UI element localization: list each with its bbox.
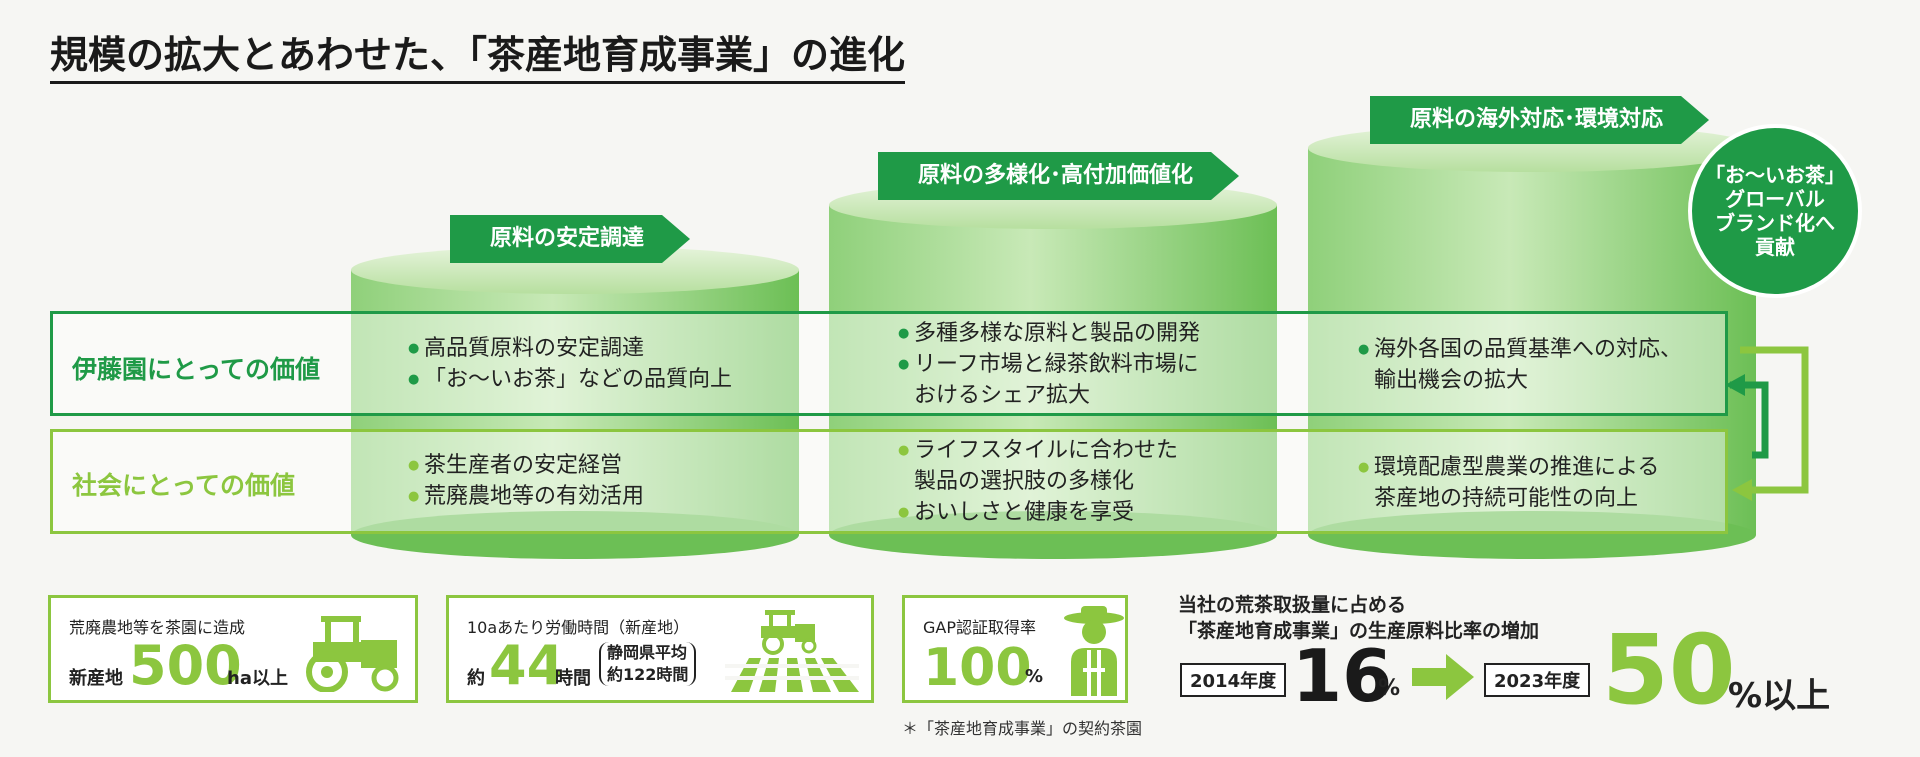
itoen-values-stage-2: 多種多様な原料と製品の開発 リーフ市場と緑茶飲料市場に おけるシェア拡大: [898, 318, 1200, 411]
list-item: 「お〜いお茶」などの品質向上: [408, 364, 732, 395]
field-tractor-icon: [725, 610, 859, 692]
list-item-continued: 輸出機会の拡大: [1374, 368, 1529, 393]
brand-contribution-badge: 「お〜いお茶」 グローバル ブランド化へ 貢献: [1688, 124, 1862, 298]
stage-flag-1: 原料の安定調達: [450, 215, 690, 263]
list-item-continued: おけるシェア拡大: [914, 383, 1091, 408]
badge-line-2: グローバル: [1725, 187, 1825, 211]
itoen-value-label: 伊藤園にとっての価値: [72, 355, 321, 384]
list-item: ライフスタイルに合わせた: [898, 435, 1178, 466]
badge-line-4: 貢献: [1755, 235, 1795, 259]
page-title: 規模の拡大とあわせた、「茶産地育成事業」の進化: [50, 24, 906, 84]
labor-reference-2: 約122時間: [607, 665, 689, 684]
itoen-values-stage-3: 海外各国の品質基準への対応、 輸出機会の拡大: [1358, 334, 1682, 396]
list-item: リーフ市場と緑茶飲料市場に: [898, 349, 1200, 380]
ratio-heading-1: 当社の荒茶取扱量に占める: [1178, 594, 1407, 616]
society-value-label: 社会にとっての価値: [72, 471, 296, 500]
farmland-value: 500: [129, 634, 242, 697]
ratio-heading-2: 「茶産地育成事業」の生産原料比率の増加: [1178, 620, 1540, 642]
ratio-unit-from: %: [1378, 676, 1401, 701]
list-item: 高品質原料の安定調達: [408, 333, 732, 364]
farmland-stat-box: 荒廃農地等を茶園に造成 新産地 500 ha以上: [48, 595, 418, 703]
labor-reference: 静岡県平均 約122時間: [599, 642, 697, 686]
gap-footnote: ＊「茶産地育成事業」の契約茶園: [902, 719, 1143, 738]
society-values-stage-3: 環境配慮型農業の推進による 茶産地の持続可能性の向上: [1358, 452, 1659, 514]
ratio-year-from: 2014年度: [1180, 663, 1287, 697]
list-item: 茶生産者の安定経営: [408, 450, 644, 481]
stage-flag-3: 原料の海外対応･環境対応: [1370, 96, 1709, 144]
tractor-icon: [306, 616, 399, 692]
gap-value: 100: [923, 638, 1032, 698]
labor-prefix: 約: [467, 668, 485, 689]
list-item: 荒廃農地等の有効活用: [408, 481, 644, 512]
itoen-value-band: [50, 311, 1728, 416]
loop-arrows: [1725, 346, 1809, 501]
ratio-value-from: 16: [1292, 634, 1393, 718]
labor-reference-1: 静岡県平均: [607, 643, 688, 662]
ratio-value-to: 50: [1602, 614, 1736, 726]
itoen-values-stage-1: 高品質原料の安定調達 「お〜いお茶」などの品質向上: [408, 333, 732, 395]
list-item-continued: 製品の選択肢の多様化: [914, 469, 1135, 494]
society-value-band: [50, 429, 1728, 534]
badge-line-1: 「お〜いお茶」: [1705, 163, 1845, 187]
badge-line-3: ブランド化へ: [1715, 211, 1835, 235]
list-item: 海外各国の品質基準への対応、: [1358, 334, 1682, 365]
society-values-stage-1: 茶生産者の安定経営 荒廃農地等の有効活用: [408, 450, 644, 512]
stage-flag-2: 原料の多様化･高付加価値化: [878, 152, 1239, 200]
farmland-prefix: 新産地: [69, 668, 123, 689]
gap-stat-box: GAP認証取得率 100 %: [902, 595, 1128, 703]
ratio-heading: 当社の荒茶取扱量に占める 「茶産地育成事業」の生産原料比率の増加: [1178, 592, 1539, 644]
gap-label: GAP認証取得率: [923, 618, 1036, 637]
list-item: 環境配慮型農業の推進による: [1358, 452, 1659, 483]
ratio-year-to: 2023年度: [1484, 663, 1591, 697]
farmland-label: 荒廃農地等を茶園に造成: [69, 618, 246, 637]
labor-label: 10aあたり労働時間（新産地）: [467, 618, 690, 637]
labor-stat-box: 10aあたり労働時間（新産地） 約 44 時間 静岡県平均 約122時間: [446, 595, 874, 703]
arrow-right-icon: [1412, 654, 1474, 700]
society-values-stage-2: ライフスタイルに合わせた 製品の選択肢の多様化 おいしさと健康を享受: [898, 435, 1178, 528]
list-item-continued: 茶産地の持続可能性の向上: [1374, 486, 1639, 511]
gap-unit: %: [1025, 666, 1044, 687]
ratio-unit-to: %以上: [1728, 676, 1831, 716]
farmer-icon: [1064, 606, 1124, 696]
list-item: おいしさと健康を享受: [898, 497, 1178, 528]
list-item: 多種多様な原料と製品の開発: [898, 318, 1200, 349]
labor-value: 44: [489, 634, 565, 697]
farmland-unit: ha以上: [227, 668, 288, 689]
labor-unit: 時間: [555, 668, 591, 689]
